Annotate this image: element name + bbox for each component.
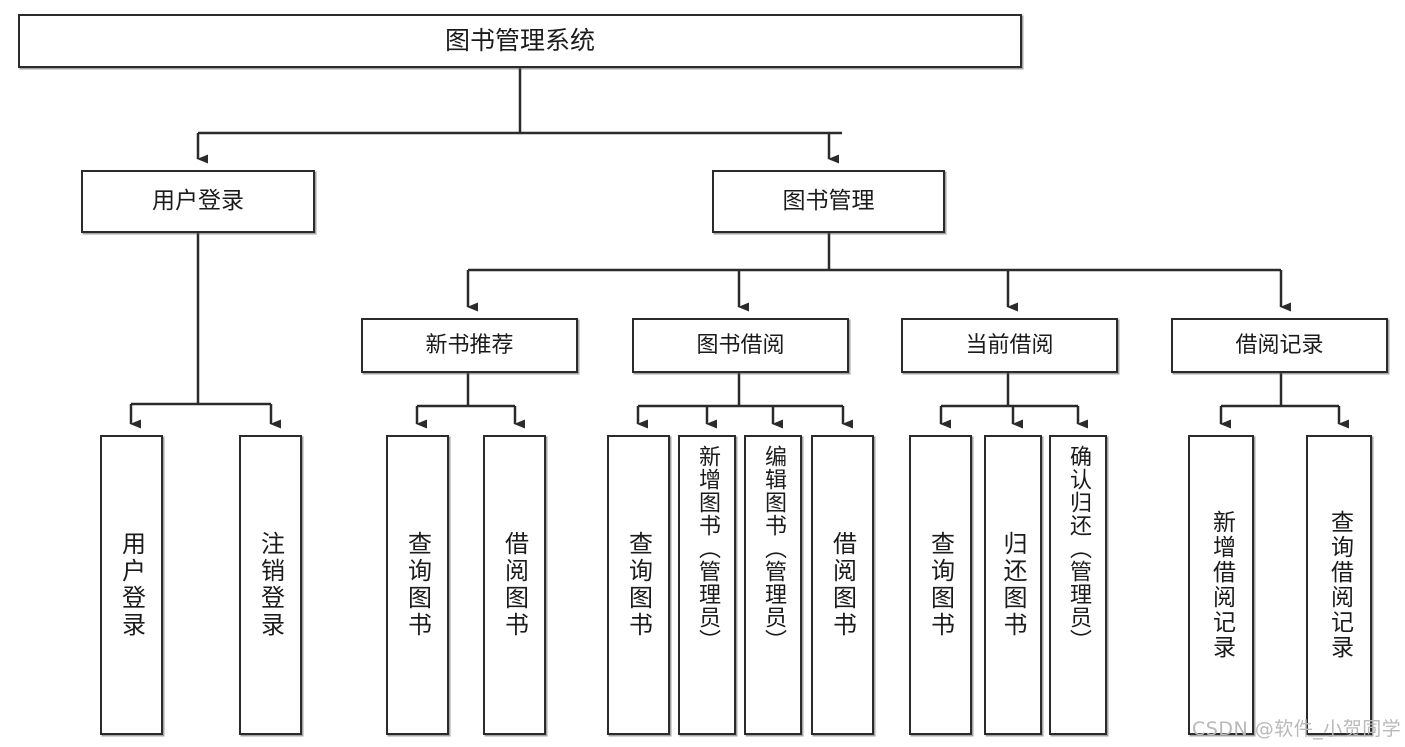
node-book-borrow-label: 图书借阅 (696, 332, 785, 358)
node-leaf-confirm-return[interactable]: 确认归还（管理员） (1049, 435, 1107, 735)
node-user-login-label: 用户登录 (152, 187, 244, 214)
node-leaf-logout[interactable]: 注销登录 (239, 435, 302, 735)
node-leaf-user-login-label: 用户登录 (117, 531, 146, 639)
node-user-login[interactable]: 用户登录 (81, 170, 315, 233)
node-leaf-borrow-book-1[interactable]: 借阅图书 (483, 435, 546, 735)
node-leaf-borrow-book-2[interactable]: 借阅图书 (811, 435, 874, 735)
node-root-label: 图书管理系统 (444, 26, 595, 56)
node-leaf-user-login[interactable]: 用户登录 (100, 435, 163, 735)
edge-root-to-level2 (196, 68, 842, 164)
node-book-borrow[interactable]: 图书借阅 (632, 318, 849, 373)
node-leaf-edit-book[interactable]: 编辑图书（管理员） (744, 435, 802, 735)
node-current-borrow[interactable]: 当前借阅 (901, 318, 1118, 373)
node-leaf-add-record-label: 新增借阅记录 (1208, 510, 1235, 660)
edge-current-borrow-to-leaves (939, 373, 1088, 429)
node-leaf-add-book[interactable]: 新增图书（管理员） (678, 435, 736, 735)
node-borrow-record-label: 借阅记录 (1235, 332, 1324, 358)
node-leaf-return-book[interactable]: 归还图书 (984, 435, 1042, 735)
node-new-book-rec[interactable]: 新书推荐 (361, 318, 578, 373)
node-borrow-record[interactable]: 借阅记录 (1171, 318, 1388, 373)
node-leaf-query-book-3[interactable]: 查询图书 (909, 435, 972, 735)
node-leaf-query-record-label: 查询借阅记录 (1326, 510, 1353, 660)
node-leaf-add-record[interactable]: 新增借阅记录 (1188, 435, 1254, 735)
node-leaf-logout-label: 注销登录 (256, 531, 285, 639)
node-book-manage-label: 图书管理 (782, 187, 875, 214)
node-leaf-query-book-2-label: 查询图书 (624, 531, 653, 639)
node-leaf-query-book-1-label: 查询图书 (403, 531, 432, 639)
node-leaf-return-book-label: 归还图书 (999, 531, 1027, 639)
node-new-book-rec-label: 新书推荐 (425, 332, 514, 358)
node-leaf-edit-book-label: 编辑图书（管理员） (761, 445, 786, 652)
edge-book-manage-to-level3 (466, 233, 1291, 312)
node-leaf-query-book-1[interactable]: 查询图书 (386, 435, 449, 735)
node-leaf-add-book-label: 新增图书（管理员） (695, 445, 720, 652)
node-leaf-query-book-2[interactable]: 查询图书 (607, 435, 670, 735)
edge-borrow-record-to-leaves (1219, 373, 1349, 429)
edge-user-login-to-leaves (129, 233, 281, 429)
edge-book-borrow-to-leaves (636, 373, 853, 429)
node-book-manage[interactable]: 图书管理 (712, 170, 945, 233)
node-leaf-confirm-return-label: 确认归还（管理员） (1066, 445, 1091, 652)
node-leaf-borrow-book-2-label: 借阅图书 (828, 531, 857, 639)
node-root-system[interactable]: 图书管理系统 (18, 14, 1022, 68)
node-leaf-query-record[interactable]: 查询借阅记录 (1306, 435, 1372, 735)
edge-new-book-rec-to-leaves (415, 373, 525, 429)
node-leaf-borrow-book-1-label: 借阅图书 (500, 531, 529, 639)
node-current-borrow-label: 当前借阅 (965, 332, 1054, 358)
node-leaf-query-book-3-label: 查询图书 (926, 531, 955, 639)
